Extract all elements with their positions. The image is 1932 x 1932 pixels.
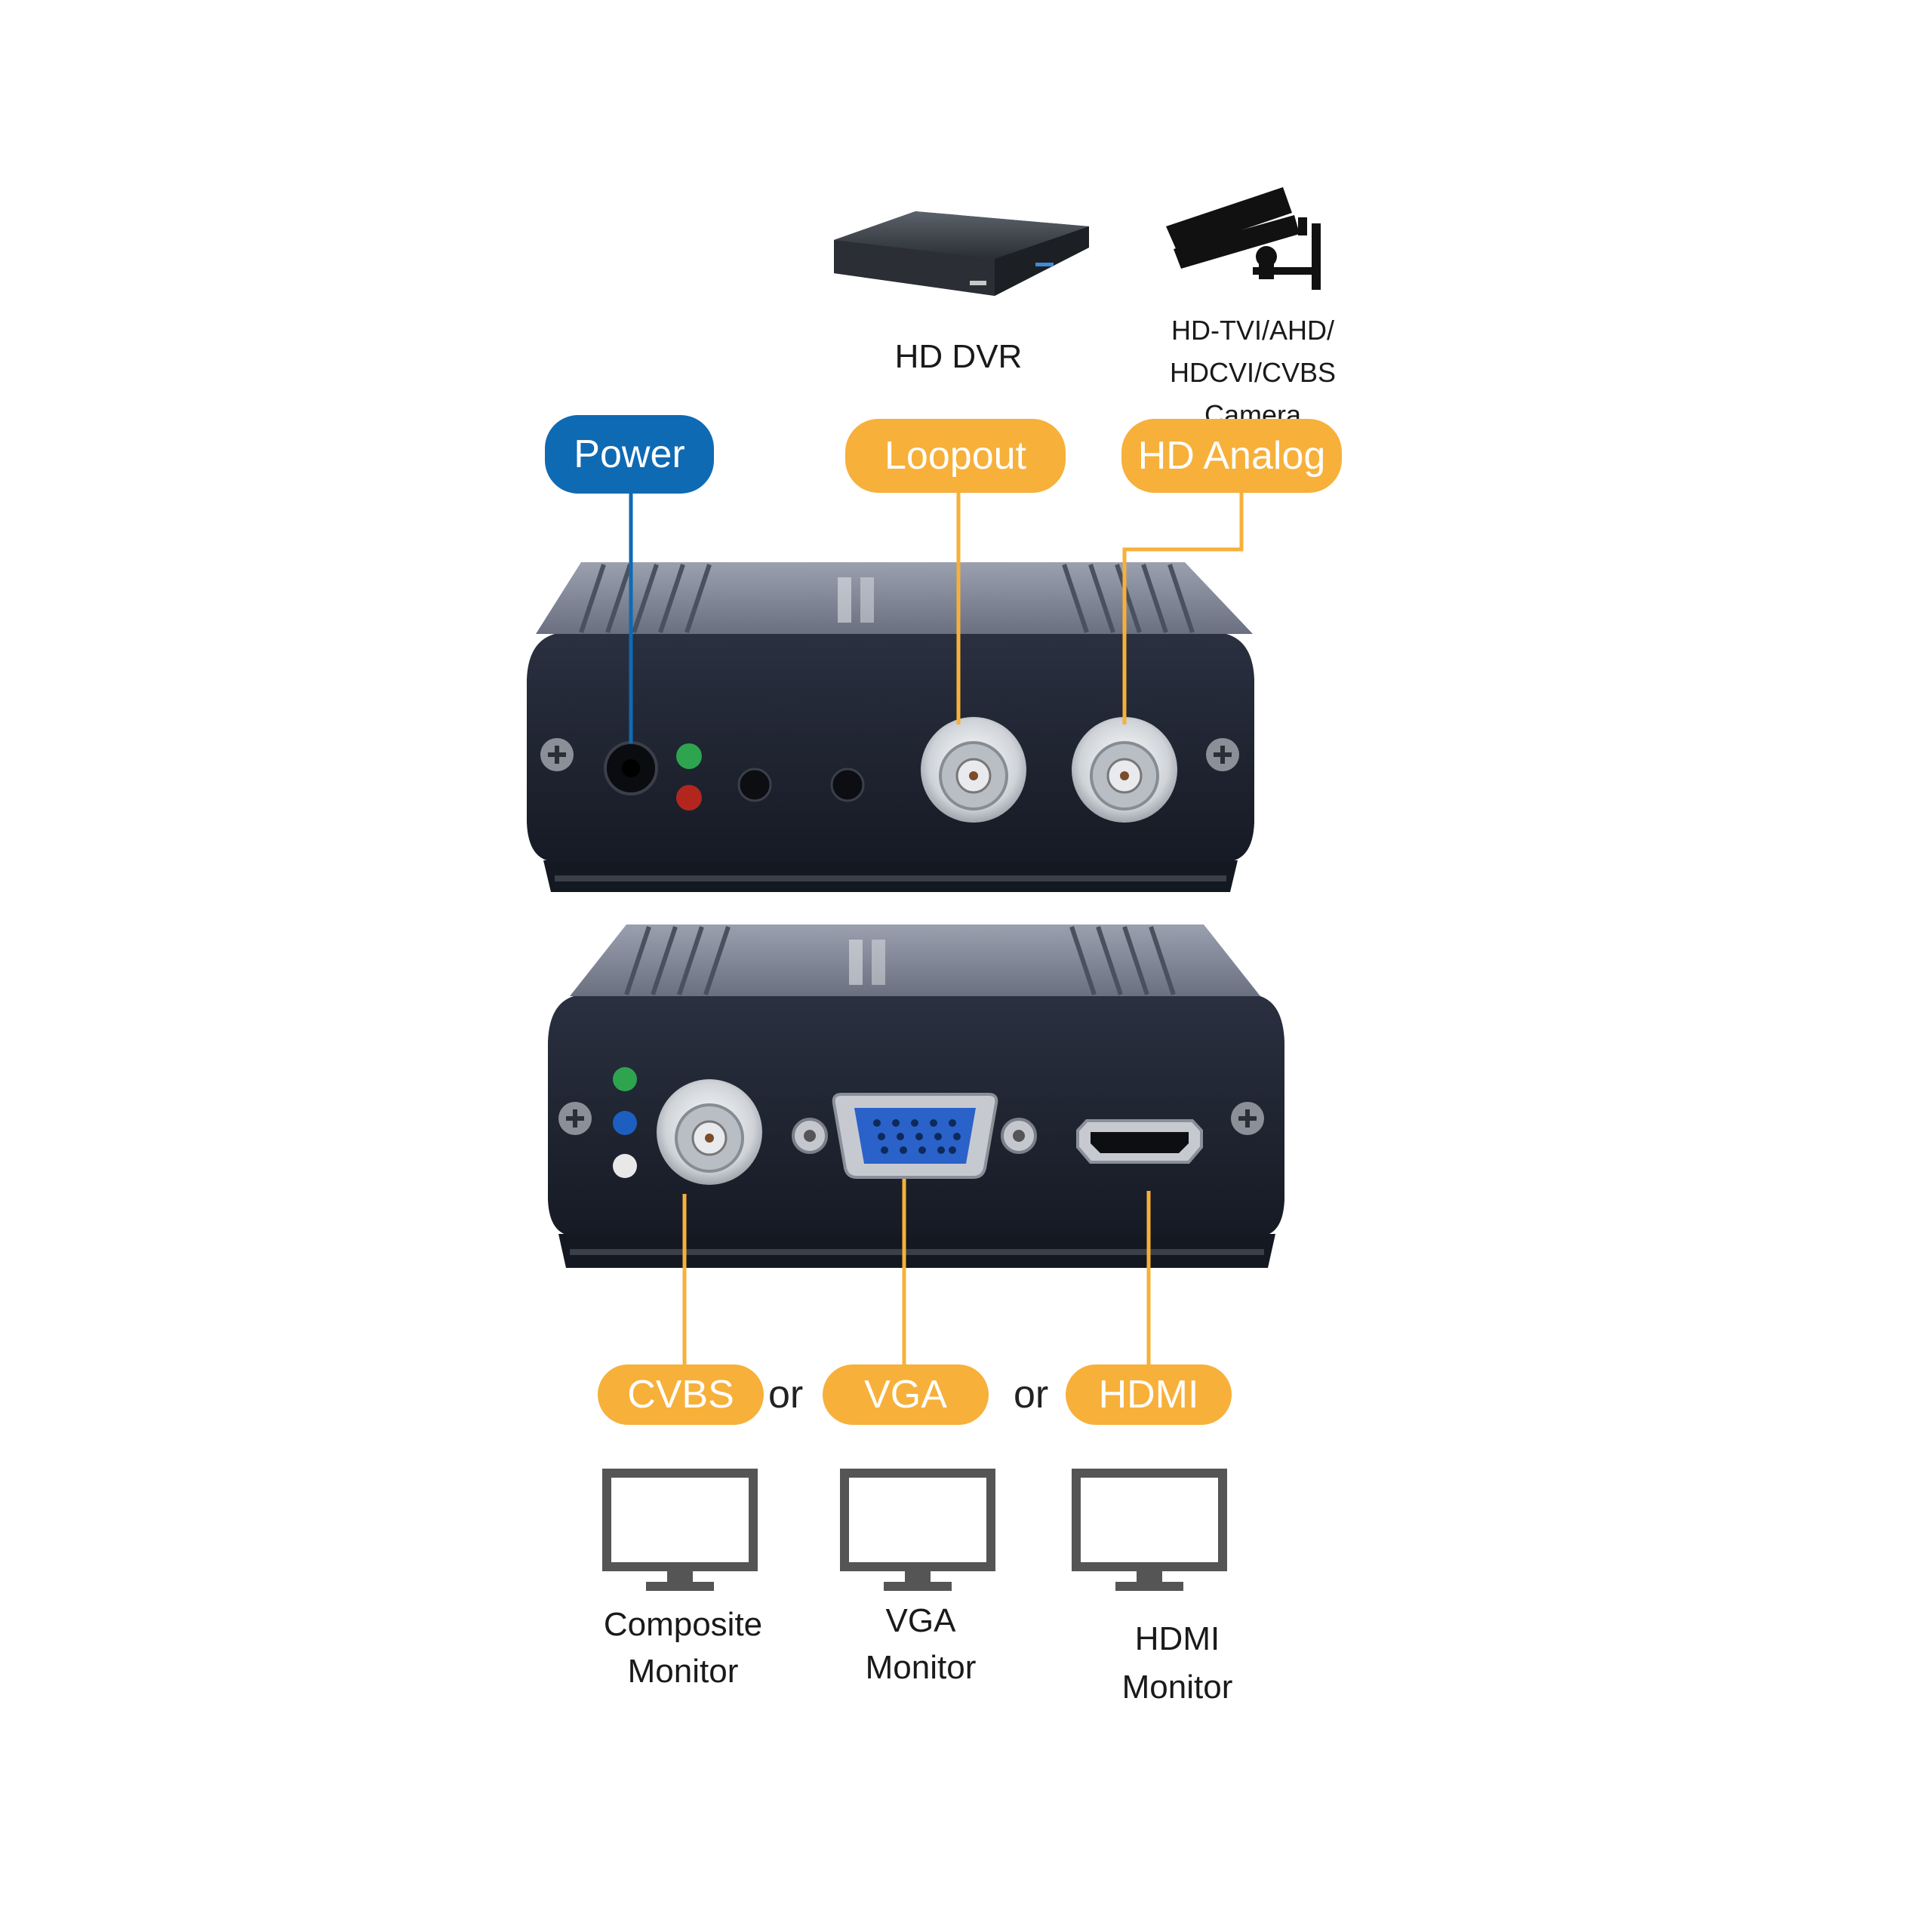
converter-front-top: [527, 562, 1254, 892]
hdmi-monitor-icon: [1072, 1469, 1227, 1591]
monitor-label-line: HDMI: [1134, 1620, 1220, 1657]
monitor-label-line: Monitor: [627, 1653, 739, 1690]
hd-analog-callout: HD Analog: [1121, 419, 1342, 493]
monitor-label-line: VGA: [885, 1602, 956, 1639]
power-callout: Power: [545, 415, 714, 494]
monitor-label-line: Monitor: [865, 1649, 977, 1686]
dvr-illustration: [834, 211, 1089, 296]
status-led-green: [676, 743, 702, 769]
monitor-label-line: Monitor: [1121, 1669, 1233, 1706]
loopout-callout: Loopout: [845, 419, 1066, 493]
push-button[interactable]: [737, 768, 772, 802]
or-separator: or: [768, 1373, 804, 1417]
status-led-blue: [613, 1111, 637, 1135]
vga-port: [792, 1093, 1037, 1179]
push-button[interactable]: [830, 768, 865, 802]
callout-lines: [629, 493, 1244, 1364]
status-led-red: [676, 785, 702, 811]
bnc-cvbs-connector: [657, 1079, 762, 1185]
or-separator: or: [1014, 1373, 1049, 1417]
cvbs-callout: CVBS: [598, 1364, 764, 1425]
camera-label-line: HDCVI/CVBS: [1169, 357, 1337, 388]
composite-monitor-icon: [602, 1469, 758, 1591]
vga-monitor-label: VGA Monitor: [811, 1598, 1030, 1691]
status-led-green: [613, 1067, 637, 1091]
vga-callout: VGA: [823, 1364, 989, 1425]
dvr-label: HD DVR: [894, 338, 1023, 375]
hdmi-port: [1076, 1119, 1203, 1164]
hdmi-monitor-label: HDMI Monitor: [1068, 1615, 1287, 1712]
hdmi-callout: HDMI: [1066, 1364, 1232, 1425]
composite-monitor-label: Composite Monitor: [574, 1601, 792, 1695]
bnc-loopout-connector: [921, 717, 1026, 823]
vga-monitor-icon: [840, 1469, 995, 1591]
bnc-hd-analog-connector: [1072, 717, 1177, 823]
camera-label-line: HD-TVI/AHD/: [1171, 315, 1334, 346]
camera-label: HD-TVI/AHD/ HDCVI/CVBS Camera: [1140, 309, 1366, 436]
monitor-label-line: Composite: [603, 1606, 763, 1643]
status-led-white: [613, 1154, 637, 1178]
camera-icon: [1166, 187, 1321, 290]
